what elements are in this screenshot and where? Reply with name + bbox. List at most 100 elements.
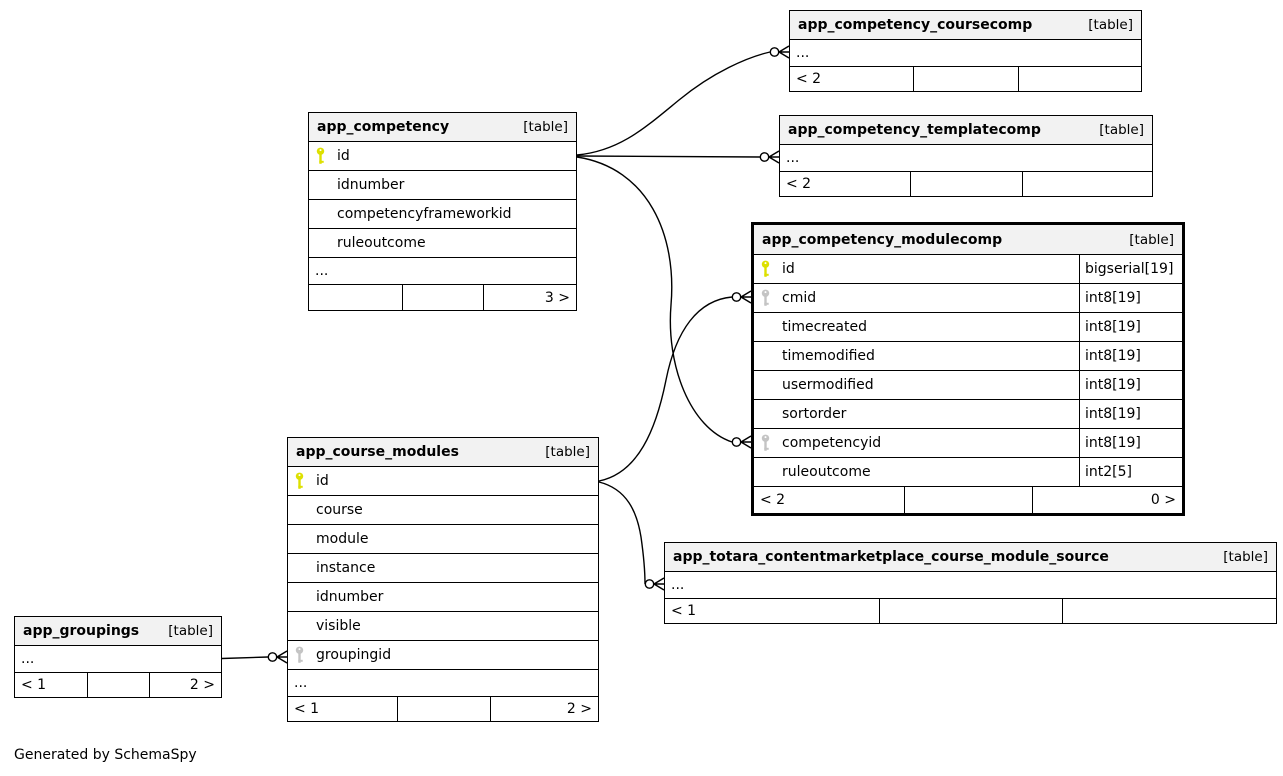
column-row-timemodified: timemodified int8[19] (754, 342, 1182, 371)
table-name: app_competency_templatecomp (788, 122, 1041, 138)
hidden-columns-row: ... (780, 145, 1152, 172)
relationship-competency-to-modulecomp-competencyid (576, 156, 752, 449)
table-header[interactable]: app_competency_coursecomp [table] (790, 11, 1141, 40)
related-out-count: 0 > (1032, 487, 1182, 513)
column-row-usermodified: usermodified int8[19] (754, 371, 1182, 400)
table-footer: < 1 2 > (15, 673, 221, 697)
table-header[interactable]: app_competency_modulecomp [table] (754, 225, 1182, 255)
table-type-tag: [table] (1099, 122, 1144, 138)
crow-foot-arrow (778, 45, 790, 59)
column-name: cmid (782, 290, 817, 306)
table-header[interactable]: app_groupings [table] (15, 617, 221, 646)
table-app-totara-contentmarketplace-course-module-source[interactable]: app_totara_contentmarketplace_course_mod… (664, 542, 1277, 624)
column-name: id (337, 148, 350, 164)
table-app-competency-templatecomp[interactable]: app_competency_templatecomp [table] ... … (779, 115, 1153, 197)
hidden-columns-row: ... (15, 646, 221, 673)
column-row-ruleoutcome: ruleoutcome int2[5] (754, 458, 1182, 487)
table-footer: < 2 (780, 172, 1152, 196)
table-header[interactable]: app_course_modules [table] (288, 438, 598, 467)
table-type-tag: [table] (1223, 549, 1268, 565)
column-type: int8[19] (1079, 313, 1182, 341)
column-row-id: id (309, 142, 576, 171)
table-footer: < 1 2 > (288, 697, 598, 721)
relationship-competency-to-coursecomp (576, 45, 790, 156)
column-name: timemodified (782, 348, 875, 364)
footer-spacer-cell (910, 172, 1022, 196)
related-out-count: 2 > (489, 697, 599, 721)
zero-circle-marker (644, 579, 655, 589)
column-name: usermodified (782, 377, 874, 393)
column-row-id: id (288, 467, 598, 496)
column-row-cmid: cmid int8[19] (754, 284, 1182, 313)
table-header[interactable]: app_totara_contentmarketplace_course_mod… (665, 543, 1276, 572)
related-out-count: 2 > (148, 673, 221, 697)
table-header[interactable]: app_competency_templatecomp [table] (780, 116, 1152, 145)
column-name: sortorder (782, 406, 847, 422)
zero-circle-marker (731, 437, 742, 447)
table-app-competency-coursecomp[interactable]: app_competency_coursecomp [table] ... < … (789, 10, 1142, 92)
column-type: bigserial[19] (1079, 255, 1182, 283)
related-out-count (1018, 67, 1141, 91)
foreign-key-icon (760, 434, 775, 452)
footer-spacer-cell (396, 697, 490, 721)
zero-circle-marker (731, 292, 742, 302)
related-in-count: < 2 (786, 176, 812, 192)
related-in-count: < 1 (294, 701, 320, 717)
related-in-count (309, 285, 402, 310)
column-row-competencyid: competencyid int8[19] (754, 429, 1182, 458)
column-name: module (316, 531, 369, 547)
column-name: competencyid (782, 435, 882, 451)
column-name: id (782, 261, 795, 277)
table-name: app_course_modules (296, 444, 459, 460)
crow-foot-arrow (653, 577, 665, 591)
primary-key-icon (315, 147, 330, 165)
foreign-key-icon (294, 646, 309, 664)
table-name: app_competency_coursecomp (798, 17, 1033, 33)
column-row-groupingid: groupingid (288, 641, 598, 670)
column-row-sortorder: sortorder int8[19] (754, 400, 1182, 429)
column-row-idnumber: idnumber (288, 583, 598, 612)
column-row-id: id bigserial[19] (754, 255, 1182, 284)
relationship-coursemodules-to-modulecomp-cmid (598, 290, 752, 482)
table-footer: < 2 (790, 67, 1141, 91)
related-in-count: < 2 (796, 71, 822, 87)
column-type: int8[19] (1079, 342, 1182, 370)
relationship-coursemodules-to-contentmarketplace (598, 481, 665, 591)
related-in-count: < 1 (671, 603, 697, 619)
primary-key-icon (760, 260, 775, 278)
column-name: idnumber (316, 589, 384, 605)
column-type: int8[19] (1079, 284, 1182, 312)
footer-spacer-cell (903, 487, 1032, 513)
table-name: app_competency (317, 119, 450, 135)
crow-foot-arrow (740, 290, 752, 304)
column-row-timecreated: timecreated int8[19] (754, 313, 1182, 342)
column-name: course (316, 502, 363, 518)
table-name: app_groupings (23, 623, 140, 639)
column-type: int8[19] (1079, 371, 1182, 399)
table-footer: < 2 0 > (754, 487, 1182, 513)
crow-foot-arrow (740, 435, 752, 449)
table-app-competency[interactable]: app_competency [table] id idnumber compe… (308, 112, 577, 311)
table-type-tag: [table] (545, 444, 590, 460)
generator-credit: Generated by SchemaSpy (14, 747, 197, 763)
column-row-module: module (288, 525, 598, 554)
table-name: app_totara_contentmarketplace_course_mod… (673, 549, 1109, 565)
hidden-columns-row: ... (309, 258, 576, 285)
column-row-visible: visible (288, 612, 598, 641)
column-row-course: course (288, 496, 598, 525)
related-out-count (1021, 172, 1152, 196)
related-out-count: 3 > (482, 285, 576, 310)
table-header[interactable]: app_competency [table] (309, 113, 576, 142)
column-name: idnumber (337, 177, 405, 193)
column-row-ruleoutcome: ruleoutcome (309, 229, 576, 258)
column-row-instance: instance (288, 554, 598, 583)
table-app-course-modules[interactable]: app_course_modules [table] id course mod… (287, 437, 599, 722)
zero-circle-marker (769, 47, 780, 57)
related-in-count: < 1 (21, 677, 47, 693)
hidden-columns-row: ... (665, 572, 1276, 599)
column-name: ruleoutcome (337, 235, 426, 251)
table-app-groupings[interactable]: app_groupings [table] ... < 1 2 > (14, 616, 222, 698)
zero-circle-marker (267, 652, 278, 662)
column-row-idnumber: idnumber (309, 171, 576, 200)
table-app-competency-modulecomp[interactable]: app_competency_modulecomp [table] id big… (751, 222, 1185, 516)
